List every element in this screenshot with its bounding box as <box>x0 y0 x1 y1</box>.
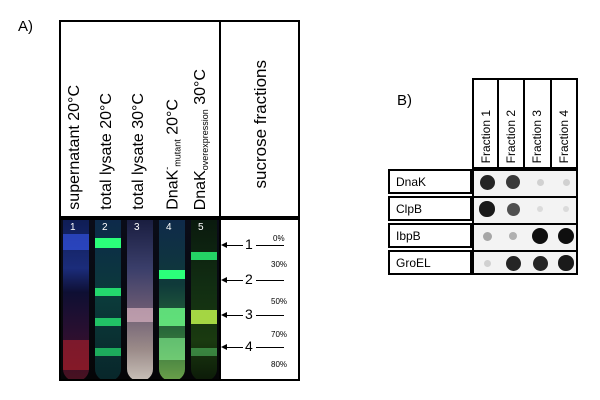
blot-dot-groel-4 <box>558 255 574 271</box>
tube-4: 4 <box>159 220 185 379</box>
band-green-bottom <box>191 348 217 356</box>
fraction-4-tail <box>256 347 284 348</box>
tube-2: 2 <box>95 220 121 379</box>
arrow-1-icon <box>221 242 227 248</box>
lane-header-2: total lysate 20°C <box>98 93 115 210</box>
gradient-tubes-photo: 1 2 3 4 5 <box>59 218 221 381</box>
tube-number-1: 1 <box>70 222 76 233</box>
blot-dot-groel-1 <box>483 259 491 267</box>
band-yellow <box>191 310 217 324</box>
band-red <box>63 340 89 370</box>
column-header-text-1: Fraction 1 <box>479 109 493 163</box>
row-label-clpb: ClpB <box>388 196 472 221</box>
lane-header-5: DnaKoverexpression 30°C <box>192 68 211 210</box>
blot-dot-dnak-2 <box>506 175 520 189</box>
band-green-b <box>159 308 185 326</box>
lane-header-3: total lysate 30°C <box>130 93 147 210</box>
blot-dot-clpb-2 <box>506 202 520 216</box>
tube-3: 3 <box>127 220 153 379</box>
blot-dot-dnak-3 <box>536 178 544 186</box>
column-header-text-2: Fraction 2 <box>504 109 518 163</box>
blot-dot-ibpb-3 <box>532 228 548 244</box>
blot-dot-clpb-1 <box>479 201 495 217</box>
band-green-c <box>159 338 185 360</box>
blot-dot-dnak-1 <box>479 174 495 190</box>
lane-header-block: supernatant 20°C total lysate 20°C total… <box>59 20 221 218</box>
lane-header-4: DnaK-mutant 20°C <box>162 99 183 210</box>
fraction-4-line <box>225 347 243 348</box>
band-blue <box>63 234 89 250</box>
sucrose-fractions-scale: 0% 30% 50% 70% 80% 1 2 3 4 <box>221 218 300 381</box>
fraction-marker-4: 4 <box>245 338 253 354</box>
blot-dot-dnak-4 <box>562 178 570 186</box>
fraction-2-line <box>225 280 243 281</box>
sucrose-header-text: sucrose fractions <box>251 59 270 189</box>
row-separator <box>474 223 576 225</box>
tube-1: 1 <box>63 220 89 379</box>
row-separator <box>474 250 576 252</box>
blot-dot-ibpb-1 <box>482 231 492 241</box>
band-green-top <box>95 238 121 248</box>
fraction-marker-1: 1 <box>245 236 253 252</box>
tube-number-3: 3 <box>134 222 140 233</box>
panel-a-label: A) <box>18 18 33 35</box>
column-header-text-4: Fraction 4 <box>557 109 571 163</box>
percent-label-70: 70% <box>271 330 288 339</box>
blot-dot-groel-2 <box>505 255 521 271</box>
dot-blot-membrane <box>472 169 578 275</box>
band-green-a <box>159 270 185 279</box>
arrow-4-icon <box>221 344 227 350</box>
tube-number-2: 2 <box>102 222 108 233</box>
band-green-bottom <box>95 348 121 356</box>
row-label-ibpb: IbpB <box>388 223 472 248</box>
fraction-marker-2: 2 <box>245 271 253 287</box>
row-separator <box>474 196 576 198</box>
percent-label-80: 80% <box>271 360 288 369</box>
band-green-top <box>191 252 217 260</box>
fraction-3-tail <box>256 315 284 316</box>
fraction-3-line <box>225 315 243 316</box>
blot-dot-groel-3 <box>532 255 548 271</box>
column-header-text-3: Fraction 3 <box>530 109 544 163</box>
percent-label-50: 50% <box>271 297 288 306</box>
blot-dot-ibpb-4 <box>558 228 574 244</box>
percent-label-0: 0% <box>273 234 285 243</box>
percent-label-30: 30% <box>271 260 288 269</box>
column-header-fraction-4: Fraction 4 <box>552 78 578 169</box>
panel-b-label: B) <box>397 92 412 109</box>
blot-dot-ibpb-2 <box>508 231 518 241</box>
panel-a-figure: supernatant 20°C total lysate 20°C total… <box>59 20 300 381</box>
fraction-1-line <box>225 245 243 246</box>
column-header-fraction-1: Fraction 1 <box>472 78 499 169</box>
blot-dot-clpb-4 <box>562 205 570 213</box>
band-pink <box>127 308 153 322</box>
row-label-groel: GroEL <box>388 250 472 275</box>
column-header-fraction-3: Fraction 3 <box>525 78 552 169</box>
arrow-3-icon <box>221 312 227 318</box>
row-label-dnak: DnaK <box>388 169 472 194</box>
lane-header-1: supernatant 20°C <box>66 85 83 210</box>
arrow-2-icon <box>221 277 227 283</box>
fraction-1-tail <box>256 245 284 246</box>
tube-number-4: 4 <box>166 222 172 233</box>
panel-b-dot-blot-table: Fraction 1 Fraction 2 Fraction 3 Fractio… <box>388 78 578 275</box>
band-green-low <box>95 318 121 326</box>
band-green-mid <box>95 288 121 296</box>
sucrose-header-cell: sucrose fractions <box>221 20 300 218</box>
fraction-marker-3: 3 <box>245 306 253 322</box>
column-header-fraction-2: Fraction 2 <box>499 78 525 169</box>
blot-dot-clpb-3 <box>536 205 544 213</box>
tube-5: 5 <box>191 220 217 379</box>
fraction-2-tail <box>256 280 284 281</box>
tube-number-5: 5 <box>198 222 204 233</box>
